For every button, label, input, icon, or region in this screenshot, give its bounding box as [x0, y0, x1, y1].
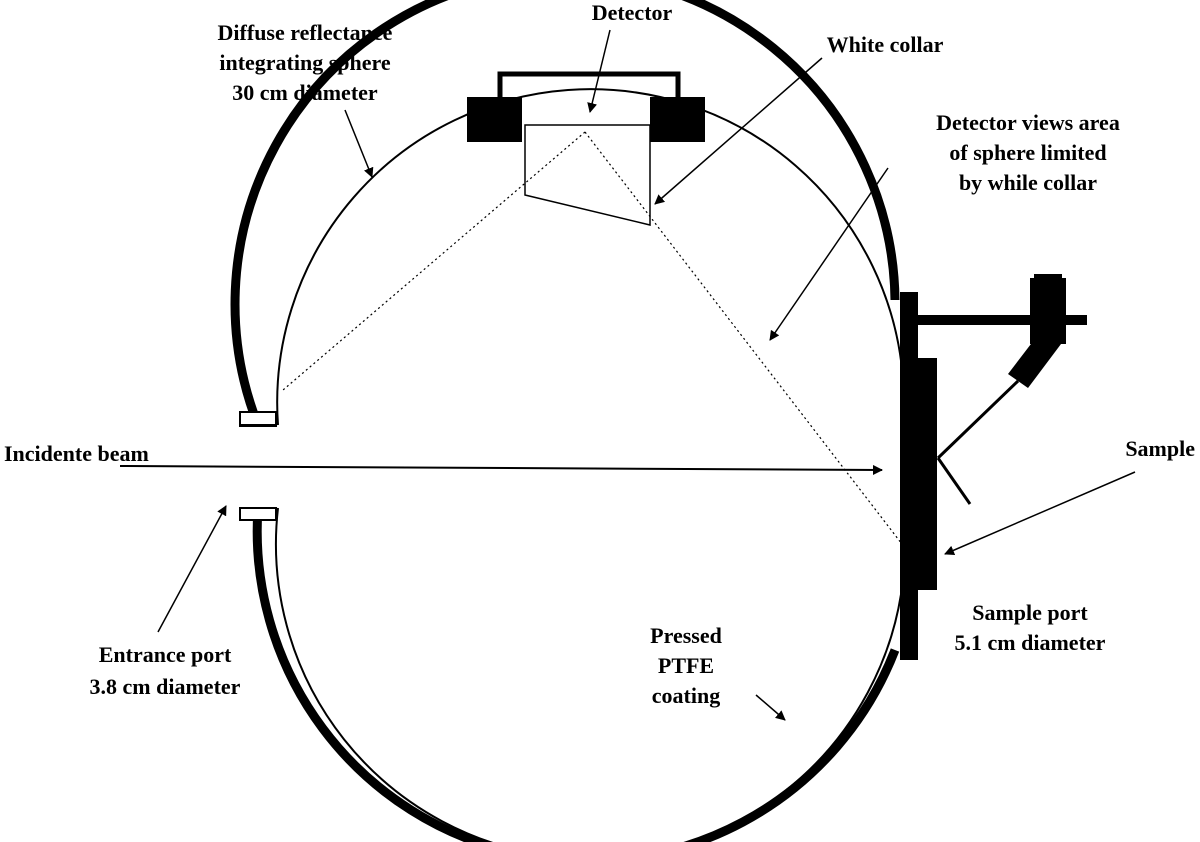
detector-housing: [467, 71, 705, 142]
white-collar-label-arrow: [654, 57, 823, 205]
annotation-arrows: [157, 29, 1136, 721]
sample-label-arrow: [944, 471, 1136, 556]
detector-field-of-view: [282, 131, 906, 549]
svg-text:coating: coating: [652, 683, 720, 708]
entrance-port: [239, 411, 277, 521]
svg-text:5.1 cm diameter: 5.1 cm diameter: [955, 630, 1106, 655]
svg-text:by while collar: by while collar: [959, 170, 1097, 195]
entrance-label-arrow: [157, 505, 227, 633]
label-detector: Detector: [592, 0, 673, 25]
svg-text:Sample port: Sample port: [972, 600, 1088, 625]
label-incident-beam: Incidente beam: [4, 441, 149, 466]
label-entrance-port: Entrance port 3.8 cm diameter: [90, 642, 241, 699]
svg-text:3.8 cm diameter: 3.8 cm diameter: [90, 674, 241, 699]
detector-label-arrow: [587, 29, 611, 113]
sphere-shell: [230, 0, 900, 842]
incident-beam-arrow: [119, 464, 883, 475]
sphere-label-arrow: [344, 109, 374, 178]
svg-text:30 cm diameter: 30 cm diameter: [232, 80, 378, 105]
svg-text:Pressed: Pressed: [650, 623, 722, 648]
ptfe-coating-line: [275, 88, 904, 842]
sample-holder: [900, 274, 1087, 660]
svg-text:Diffuse reflectance: Diffuse reflectance: [218, 20, 393, 45]
views-label-arrow: [769, 167, 889, 341]
svg-text:of sphere limited: of sphere limited: [949, 140, 1106, 165]
label-sphere: Diffuse reflectance integrating sphere 3…: [218, 20, 393, 105]
white-collar: [524, 124, 651, 226]
svg-text:PTFE: PTFE: [658, 653, 714, 678]
svg-text:integrating sphere: integrating sphere: [219, 50, 391, 75]
label-detector-views: Detector views area of sphere limited by…: [936, 110, 1120, 195]
svg-text:Detector views area: Detector views area: [936, 110, 1120, 135]
label-ptfe-coating: Pressed PTFE coating: [650, 623, 722, 708]
label-sample: Sample: [1125, 436, 1195, 461]
label-white-collar: White collar: [827, 32, 944, 57]
svg-text:Entrance port: Entrance port: [99, 642, 232, 667]
ptfe-label-arrow: [755, 694, 786, 721]
label-sample-port: Sample port 5.1 cm diameter: [955, 600, 1106, 655]
